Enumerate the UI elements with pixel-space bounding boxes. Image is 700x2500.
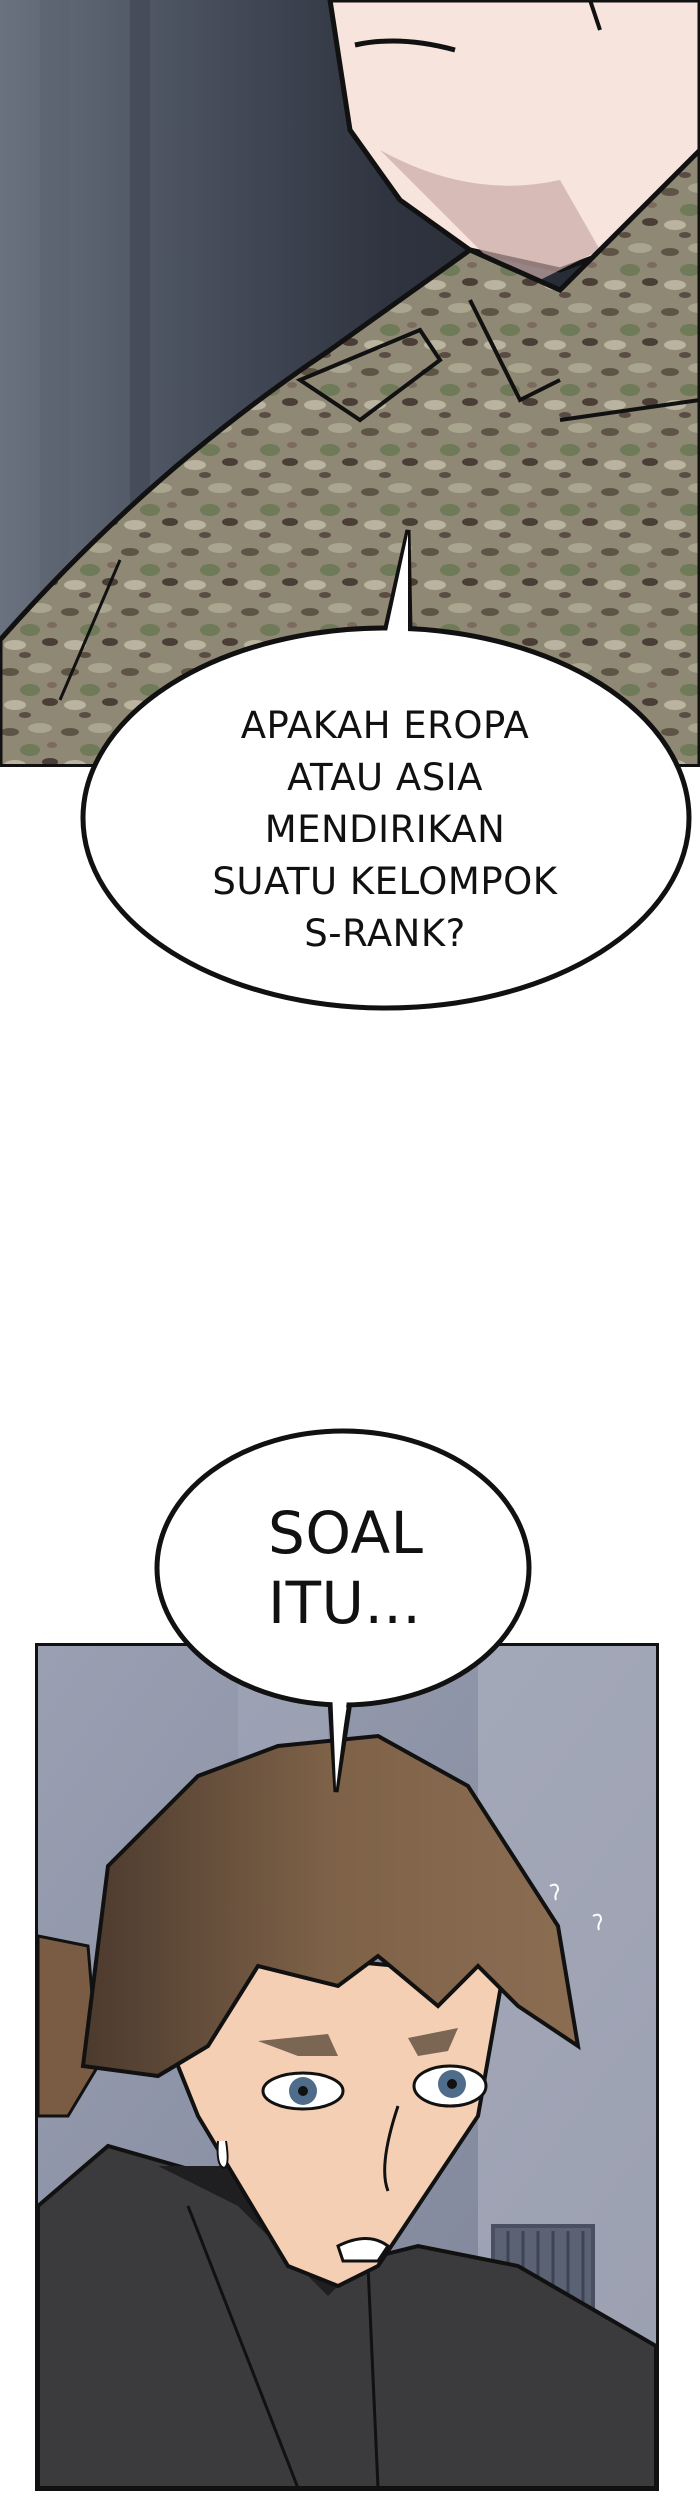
- panel-1-artwork: [0, 0, 700, 767]
- panel-2-artwork: [38, 1646, 656, 2488]
- dialogue-line: SUATU KELOMPOK: [212, 860, 558, 903]
- dialogue-line: APAKAH EROPA: [240, 704, 530, 747]
- dialogue-line: MENDIRIKAN: [264, 808, 506, 851]
- comic-panel-1: [0, 0, 700, 767]
- comic-panel-2: [35, 1643, 659, 2491]
- dialogue-line: ITU...: [268, 1569, 422, 1637]
- speech-bubble-1-text: APAKAH EROPA ATAU ASIA MENDIRIKAN SUATU …: [120, 700, 650, 960]
- dialogue-line: ATAU ASIA: [287, 756, 483, 799]
- speech-bubble-2-text: SOAL ITU...: [200, 1498, 500, 1638]
- dialogue-line: SOAL: [268, 1499, 424, 1567]
- dialogue-line: S-RANK?: [304, 912, 466, 955]
